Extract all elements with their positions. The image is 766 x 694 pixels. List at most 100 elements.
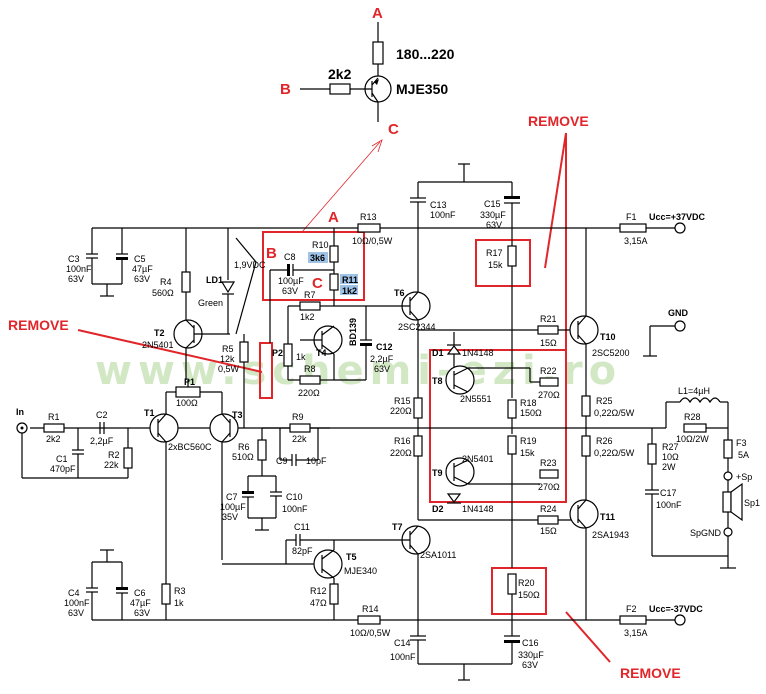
- r7: [299, 301, 321, 311]
- svg-text:100nF: 100nF: [390, 652, 416, 662]
- svg-text:T1: T1: [144, 408, 155, 418]
- svg-text:R4: R4: [160, 277, 172, 287]
- svg-text:1k: 1k: [174, 598, 184, 608]
- svg-text:C5: C5: [134, 254, 146, 264]
- neg-rail-label: Ucc=-37VDC: [649, 604, 703, 614]
- svg-text:D2: D2: [432, 504, 444, 514]
- svg-text:C3: C3: [68, 254, 80, 264]
- inset-top-value: 180...220: [396, 46, 455, 62]
- svg-text:T9: T9: [432, 468, 443, 478]
- svg-text:C10: C10: [286, 492, 303, 502]
- svg-text:330µF: 330µF: [480, 210, 506, 220]
- fuse-f3: [723, 439, 733, 459]
- svg-text:R5: R5: [222, 344, 234, 354]
- svg-text:Sp1: Sp1: [744, 498, 760, 508]
- svg-text:R8: R8: [304, 364, 316, 374]
- svg-text:220Ω: 220Ω: [298, 388, 320, 398]
- inset-point-a: A: [372, 5, 383, 22]
- svg-text:63V: 63V: [282, 286, 298, 296]
- svg-text:F1: F1: [626, 212, 637, 222]
- svg-text:22k: 22k: [104, 460, 119, 470]
- svg-text:C8: C8: [284, 252, 296, 262]
- svg-text:3,15A: 3,15A: [624, 236, 648, 246]
- t10: [569, 315, 599, 345]
- inset-transistor-name: MJE350: [396, 81, 448, 97]
- svg-text:15k: 15k: [488, 260, 503, 270]
- svg-text:T4: T4: [316, 348, 327, 358]
- svg-text:1k2: 1k2: [342, 286, 357, 296]
- point-a-label: A: [328, 209, 339, 226]
- r13: [357, 223, 381, 233]
- remove-note-top: REMOVE: [528, 113, 589, 129]
- svg-text:D1: D1: [432, 348, 444, 358]
- svg-text:100nF: 100nF: [430, 210, 456, 220]
- svg-text:47µF: 47µF: [130, 598, 151, 608]
- svg-text:3k6: 3k6: [310, 253, 325, 263]
- d2: [446, 493, 462, 503]
- svg-text:2SA1011: 2SA1011: [420, 550, 456, 560]
- t3: [209, 413, 239, 443]
- svg-text:100µF: 100µF: [220, 502, 246, 512]
- svg-text:R7: R7: [304, 290, 316, 300]
- ld1-label: LD1: [206, 275, 223, 285]
- r10: [329, 245, 339, 263]
- svg-text:100nF: 100nF: [66, 264, 92, 274]
- svg-text:+Sp: +Sp: [736, 472, 752, 482]
- svg-text:R18: R18: [520, 398, 537, 408]
- svg-text:C6: C6: [134, 588, 146, 598]
- svg-text:0,5W: 0,5W: [218, 364, 240, 374]
- svg-text:T6: T6: [394, 288, 405, 298]
- svg-text:10Ω/0,5W: 10Ω/0,5W: [352, 236, 393, 246]
- svg-text:2W: 2W: [662, 462, 676, 472]
- r11: [329, 273, 339, 291]
- svg-text:C4: C4: [68, 588, 80, 598]
- svg-text:220Ω: 220Ω: [390, 448, 412, 458]
- svg-text:T8: T8: [432, 376, 443, 386]
- svg-text:2,2µF: 2,2µF: [370, 354, 394, 364]
- svg-text:100µF: 100µF: [278, 276, 304, 286]
- svg-text:47µF: 47µF: [132, 264, 153, 274]
- svg-text:R26: R26: [596, 436, 613, 446]
- svg-text:C9: C9: [276, 456, 288, 466]
- svg-text:C12: C12: [376, 342, 393, 352]
- svg-text:2SA1943: 2SA1943: [592, 530, 629, 540]
- r24: [537, 515, 559, 525]
- t9: [445, 457, 475, 487]
- r8: [299, 375, 321, 385]
- svg-text:15Ω: 15Ω: [540, 526, 557, 536]
- svg-text:R10: R10: [312, 240, 329, 250]
- svg-text:F3: F3: [736, 438, 747, 448]
- remove-note-left: REMOVE: [8, 317, 69, 333]
- svg-text:C14: C14: [394, 638, 411, 648]
- svg-text:T11: T11: [600, 512, 615, 522]
- svg-text:63V: 63V: [486, 220, 502, 230]
- svg-text:63V: 63V: [68, 608, 84, 618]
- r17: [507, 245, 517, 267]
- svg-text:100Ω: 100Ω: [176, 398, 198, 408]
- svg-text:2xBC560C: 2xBC560C: [168, 442, 212, 452]
- svg-text:220Ω: 220Ω: [390, 406, 412, 416]
- svg-text:R20: R20: [518, 578, 535, 588]
- svg-text:R9: R9: [292, 412, 304, 422]
- svg-text:1N4148: 1N4148: [462, 504, 494, 514]
- svg-text:L1=4µH: L1=4µH: [678, 386, 710, 396]
- r16: [413, 435, 423, 457]
- sp1: [722, 491, 732, 513]
- remove-note-bottom: REMOVE: [620, 665, 681, 681]
- svg-text:270Ω: 270Ω: [538, 482, 560, 492]
- r5: [239, 341, 249, 363]
- svg-text:330µF: 330µF: [518, 650, 544, 660]
- svg-text:R27: R27: [662, 442, 679, 452]
- svg-text:R17: R17: [486, 248, 503, 258]
- rails: Ucc=+37VDC Ucc=-37VDC GND: [30, 212, 706, 626]
- r12: [329, 583, 339, 605]
- svg-text:C7: C7: [226, 492, 238, 502]
- svg-text:R2: R2: [108, 450, 120, 460]
- svg-text:35V: 35V: [222, 512, 238, 522]
- r1: [43, 423, 65, 433]
- r25: [581, 395, 591, 417]
- t5: [313, 549, 343, 579]
- r18: [507, 399, 517, 419]
- r23: [539, 469, 559, 479]
